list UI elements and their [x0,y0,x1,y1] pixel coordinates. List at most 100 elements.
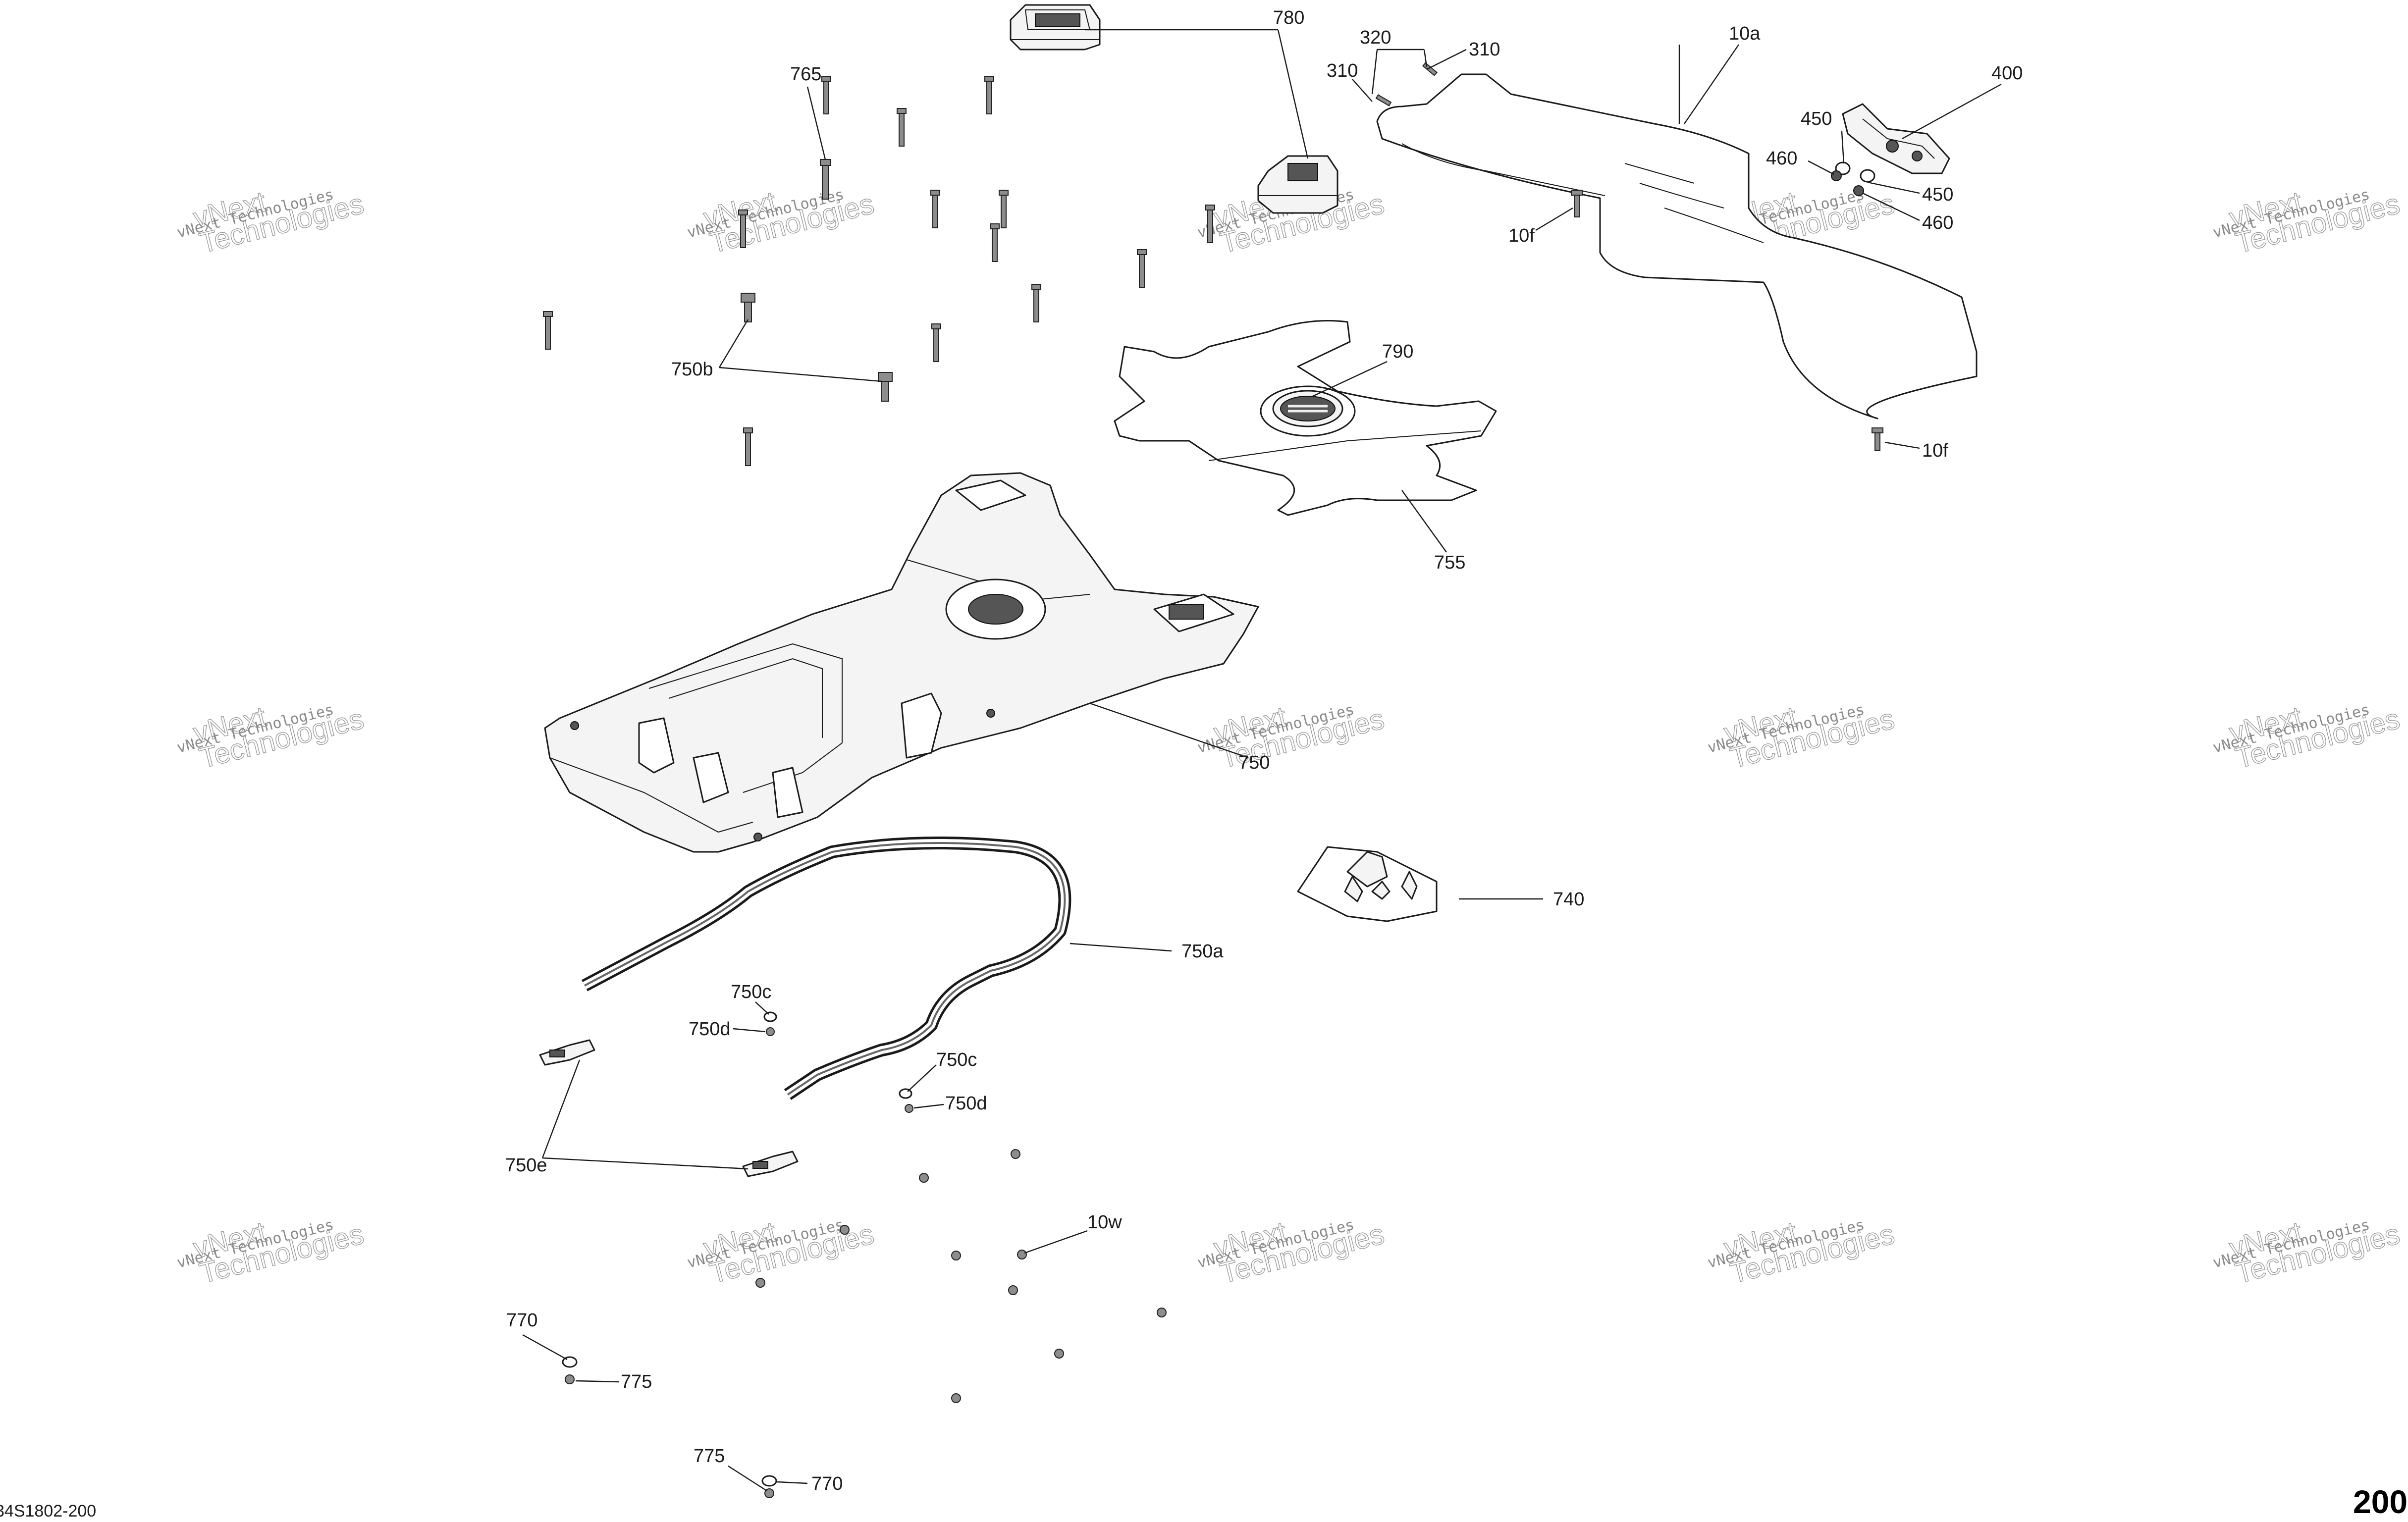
callout-10w: 10w [1087,1212,1122,1233]
watermark: vNextTechnologies vNext Technologies [1706,1215,1898,1290]
callout-775-bot: 775 [694,1446,725,1467]
part-750e-clip[interactable] [539,1039,595,1066]
callout-750d-bot: 750d [945,1093,987,1114]
part-750d-nut[interactable] [905,1104,913,1113]
leader-460 [1862,192,1920,221]
leader-750c [907,1064,937,1092]
watermark: vNextTechnologies vNext Technologies [2211,185,2403,260]
callout-320: 320 [1360,27,1391,48]
screw[interactable] [897,108,907,147]
nut[interactable] [1054,1349,1064,1359]
screw[interactable] [984,76,994,114]
callout-460-a: 460 [1766,148,1797,169]
nut[interactable] [951,1251,961,1260]
leader-450 [1841,131,1845,164]
watermark: vNextTechnologies vNext Technologies [685,185,877,260]
leader-750a [1070,943,1172,952]
leader-400 [1902,83,2002,140]
page-number: 200 [2353,1483,2408,1520]
nut[interactable] [755,1278,765,1288]
leader-450 [1867,181,1920,194]
callout-460-b: 460 [1922,212,1953,233]
watermark: vNextTechnologies vNext Technologies [1706,700,1898,775]
screw[interactable] [821,76,831,114]
part-750b-stud[interactable] [878,372,893,402]
leader-10a [1684,44,1739,124]
callout-750: 750 [1238,752,1270,773]
leader-320 [1371,49,1378,95]
screw[interactable] [543,311,553,350]
callout-765: 765 [790,64,821,85]
callout-450-b: 450 [1922,184,1953,205]
callout-775-top: 775 [621,1371,652,1392]
callout-755: 755 [1434,552,1465,573]
leader-775 [728,1465,767,1492]
part-780-bracket-bottom[interactable] [1257,155,1338,214]
part-460-nut[interactable] [1831,170,1864,196]
leader-10f-top [1535,207,1573,231]
nut[interactable] [1017,1250,1027,1260]
callout-10f-bot: 10f [1922,440,1948,461]
leader-755 [1401,490,1447,553]
leader-460 [1808,160,1834,175]
nut[interactable] [1008,1285,1018,1295]
screw[interactable] [990,223,1000,262]
screw[interactable] [738,210,748,248]
leader-765 [806,86,826,160]
callout-310-right: 310 [1469,39,1500,60]
screw[interactable] [999,190,1009,228]
part-750-tray[interactable] [544,472,1259,853]
part-10f-screw[interactable] [1571,190,1583,217]
watermark: vNextTechnologies vNext Technologies [175,1215,367,1290]
part-780-bracket-top[interactable] [1010,4,1101,51]
watermark: vNextTechnologies vNext Technologies [175,185,367,260]
part-310-rivet[interactable] [1375,94,1392,106]
screw[interactable] [931,323,941,362]
leader-750b [718,319,749,368]
part-750e-clip[interactable] [742,1151,799,1177]
part-10f-screw[interactable] [1872,427,1883,451]
part-750b-stud[interactable] [741,293,755,322]
part-750c-washer[interactable] [899,1088,912,1099]
watermark: vNextTechnologies vNext Technologies [685,1215,877,1290]
part-400-cleat[interactable] [1842,103,1950,174]
leader-750c [755,1001,769,1015]
leader-320 [1423,49,1428,67]
callout-400: 400 [1991,63,2023,84]
part-790-cap[interactable] [1260,385,1356,437]
screw[interactable] [1205,205,1215,243]
screw[interactable] [1137,249,1147,288]
part-750a-gasket[interactable] [581,837,1071,1100]
leader-10w [1024,1230,1088,1254]
screw[interactable] [930,190,940,228]
leader-750 [1089,702,1249,759]
leader-10f-bot [1884,441,1920,449]
callout-750c-top: 750c [731,982,771,1002]
leader-770 [776,1481,808,1484]
callout-790: 790 [1382,341,1413,362]
part-750c-washer[interactable] [763,1011,777,1022]
part-450-washer[interactable] [1835,161,1875,183]
callout-750b: 750b [671,359,713,380]
callout-450-a: 450 [1801,108,1832,129]
leader-775 [575,1380,620,1383]
nut-group-10w [755,1149,1167,1403]
part-765-screw[interactable] [820,159,831,200]
part-770-washer[interactable] [761,1475,777,1487]
screw[interactable] [743,427,753,466]
part-740-clips[interactable] [1297,846,1438,922]
part-775-nut[interactable] [565,1374,575,1384]
screw[interactable] [1031,284,1041,322]
document-reference: 34S1802-200 [0,1502,96,1521]
part-750d-nut[interactable] [766,1027,775,1036]
nut[interactable] [1157,1308,1167,1317]
nut[interactable] [919,1173,929,1183]
nut[interactable] [840,1225,850,1235]
leader-750e [541,1059,581,1158]
part-10a-mat[interactable] [1376,73,1978,420]
nut[interactable] [1011,1149,1020,1159]
screw-group [543,76,1215,466]
nut[interactable] [951,1393,961,1403]
part-775-nut[interactable] [764,1488,774,1498]
